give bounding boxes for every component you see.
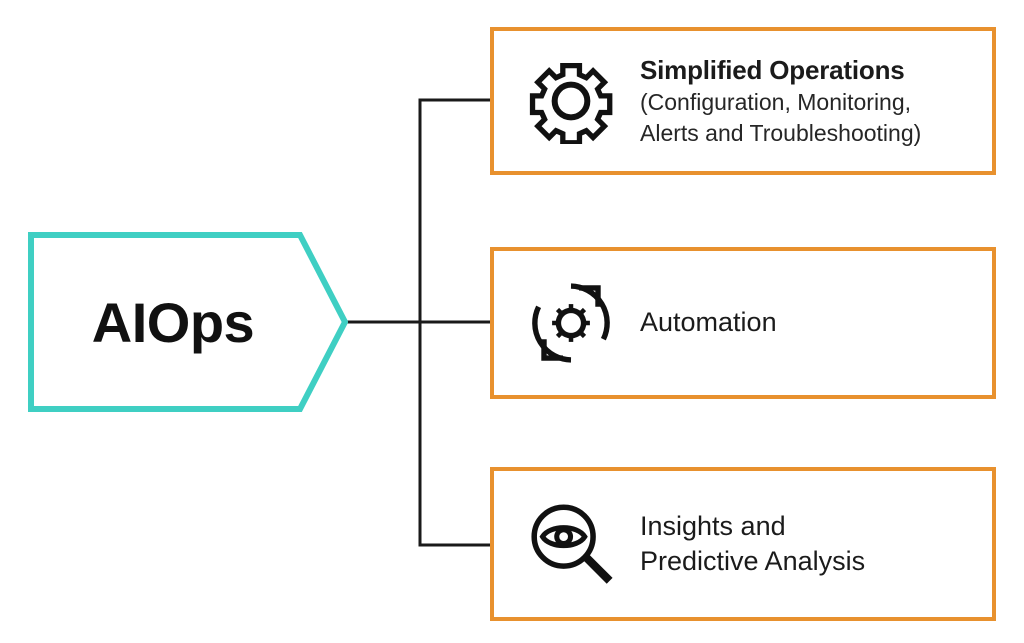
item-text-0: Simplified Operations (Configuration, Mo… [626, 54, 992, 149]
item-subtitle-0: (Configuration, Monitoring, Alerts and T… [640, 89, 922, 146]
gear-icon [516, 58, 626, 144]
aiops-pentagon-outline [28, 232, 348, 412]
item-title-2: Insights and Predictive Analysis [640, 510, 866, 576]
magnifier-eye-icon [516, 498, 626, 590]
item-box-insights[interactable]: Insights and Predictive Analysis [490, 467, 996, 621]
item-box-automation[interactable]: Automation [490, 247, 996, 399]
item-title-0: Simplified Operations [640, 54, 905, 85]
automation-cycle-gear-icon [516, 278, 626, 368]
item-text-2: Insights and Predictive Analysis [626, 509, 992, 579]
aiops-pentagon-shape [28, 232, 348, 412]
item-text-1: Automation [626, 305, 992, 340]
item-title-1: Automation [640, 307, 777, 338]
aiops-label: AIOps [91, 290, 255, 354]
item-box-simplified-operations[interactable]: Simplified Operations (Configuration, Mo… [490, 27, 996, 175]
